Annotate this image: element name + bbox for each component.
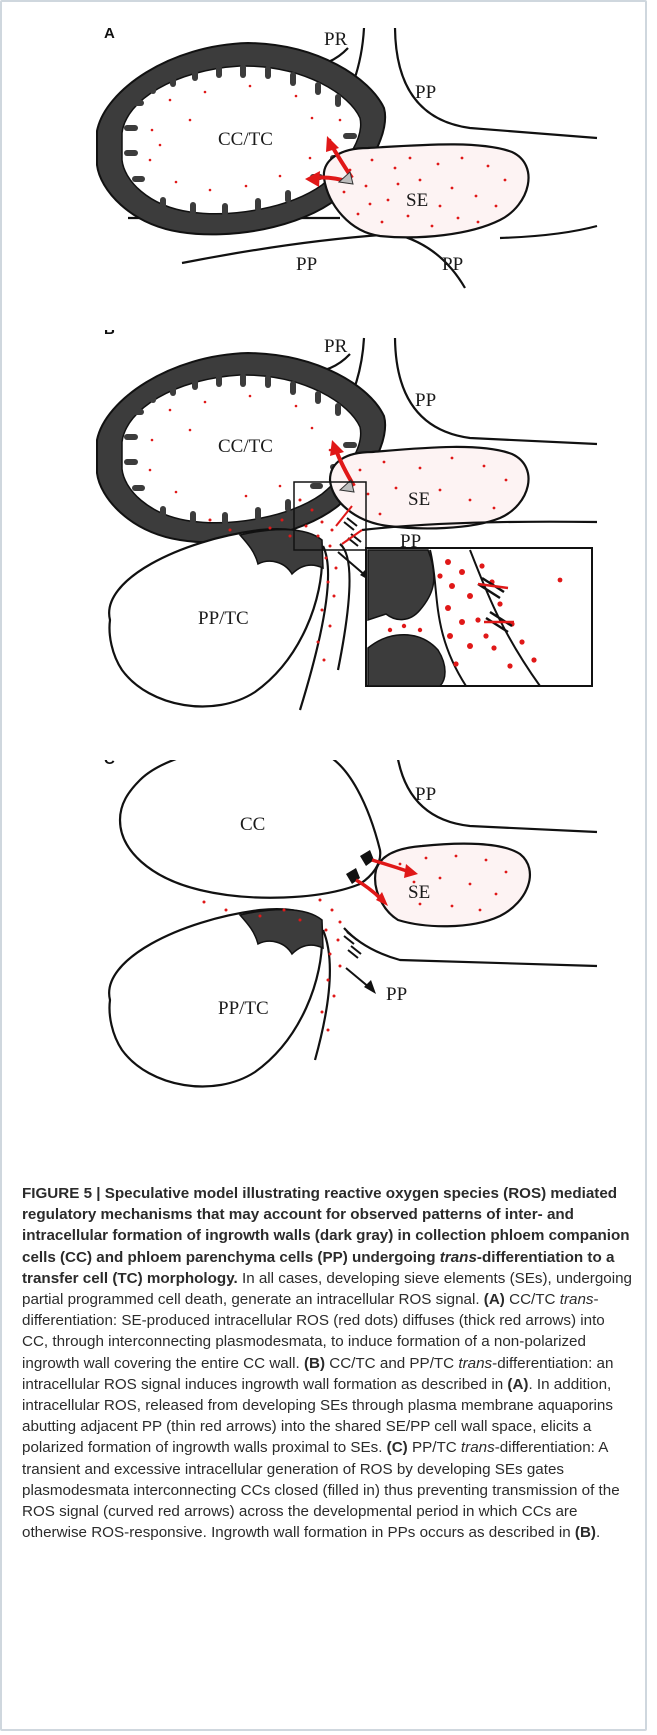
pointer-head: [364, 980, 376, 994]
caption-sentence: PP/TC: [408, 1439, 461, 1456]
zoom-pointer-line: [338, 552, 366, 576]
label-pp: PP: [415, 82, 436, 103]
caption-sentence: CC/TC: [505, 1291, 560, 1308]
caption-italic: trans: [461, 1439, 495, 1456]
caption-panel-ref: (A): [507, 1376, 528, 1393]
label-pr: PR: [324, 29, 348, 50]
label-se: SE: [408, 882, 430, 903]
caption-panel-ref: (C): [387, 1439, 408, 1456]
caption-sentence: .: [596, 1524, 600, 1541]
caption-panel-ref: (B): [304, 1355, 325, 1372]
caption-sentence: CC/TC and PP/TC: [325, 1355, 458, 1372]
caption-panel-ref: (A): [484, 1291, 505, 1308]
caption-title-italic: trans: [440, 1249, 477, 1266]
label-pp-tc: PP/TC: [218, 998, 269, 1019]
aquaporin-icon: [344, 932, 361, 958]
figure-caption: FIGURE 5 | Speculative model illustratin…: [22, 1183, 632, 1543]
panel-letter: C: [104, 760, 115, 768]
panel-b-diagram: B: [0, 330, 657, 760]
label-cc-tc: CC/TC: [218, 436, 273, 457]
cell-wall-line: [500, 226, 597, 238]
caption-panel-ref: (B): [575, 1524, 596, 1541]
label-pp: PP: [442, 254, 463, 275]
label-pp: PP: [400, 531, 421, 552]
label-pp-tc: PP/TC: [198, 608, 249, 629]
label-pp: PP: [296, 254, 317, 275]
pp-cell-wall: [344, 928, 597, 966]
zoom-inset: [366, 548, 592, 686]
cell-wall-line: [338, 544, 350, 670]
label-cc: CC: [240, 814, 265, 835]
label-pp: PP: [386, 984, 407, 1005]
caption-italic: trans: [458, 1355, 492, 1372]
label-pp: PP: [415, 784, 436, 805]
caption-italic: trans: [560, 1291, 594, 1308]
se-cell: [330, 447, 529, 528]
label-se: SE: [408, 489, 430, 510]
se-cell: [375, 844, 530, 927]
label-cc-tc: CC/TC: [218, 129, 273, 150]
label-pp: PP: [415, 390, 436, 411]
pp-cell-wall: [182, 234, 465, 288]
panel-a-diagram: A PR PP CC/TC SE PP PP: [0, 0, 657, 330]
label-se: SE: [406, 190, 428, 211]
panel-letter: B: [104, 330, 115, 338]
label-pr: PR: [324, 336, 348, 357]
panel-c-diagram: C PR PP CC SE PP PP/TC: [0, 760, 657, 1120]
panel-letter: A: [104, 25, 115, 42]
